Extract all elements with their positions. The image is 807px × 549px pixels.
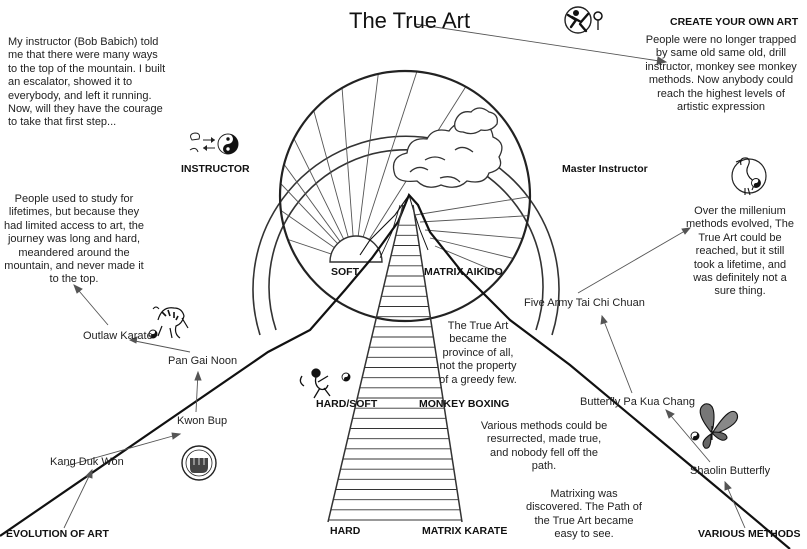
method-shaolin-butterfly: Shaolin Butterfly xyxy=(690,465,771,477)
fist-icon xyxy=(181,445,217,481)
method-five-army-tai-chi-chuan: Five Army Tai Chi Chuan xyxy=(524,297,645,309)
style-label-soft: SOFT xyxy=(331,266,359,278)
method-outlaw-karate: Outlaw Karate xyxy=(83,330,153,342)
fighter-icon xyxy=(564,6,603,34)
method-kang-duk-won: Kang Duk Won xyxy=(50,456,124,468)
note-create-own-art: People were no longer trapped by same ol… xyxy=(645,34,797,114)
style-label-hard: HARD xyxy=(330,525,361,537)
butterfly-icon xyxy=(690,403,739,449)
yin-yang-icon xyxy=(189,132,239,155)
note-instructor-quote: My instructor (Bob Babich) told me that … xyxy=(8,36,166,129)
note-millenium: Over the millenium methods evolved, The … xyxy=(685,205,795,298)
sky-circle xyxy=(280,71,530,291)
heading-various-methods: VARIOUS METHODS xyxy=(698,528,801,540)
halo-arch xyxy=(252,135,560,336)
note-province: The True Art became the province of all,… xyxy=(439,320,517,386)
style-label-matrix-aikido: MATRIX AIKIDO xyxy=(424,266,503,278)
note-matrixing: Matrixing was discovered. The Path of th… xyxy=(526,488,642,541)
method-kwon-bup: Kwon Bup xyxy=(177,415,228,427)
cloud-icon xyxy=(392,107,503,188)
heading-evolution-of-art: EVOLUTION OF ART xyxy=(6,528,109,540)
connector-arrows xyxy=(63,23,746,529)
heading-instructor: INSTRUCTOR xyxy=(181,163,250,175)
note-lifetimes: People used to study for lifetimes, but … xyxy=(4,193,145,286)
sky-circle-border xyxy=(278,69,532,323)
tiger-icon xyxy=(148,306,189,339)
escalator-path xyxy=(327,204,463,523)
diagram-title: The True Art xyxy=(349,8,471,33)
monkey-icon xyxy=(299,368,351,399)
sun-icon xyxy=(329,235,383,263)
crane-icon xyxy=(731,157,767,196)
style-label-matrix-karate: MATRIX KARATE xyxy=(422,525,508,537)
method-pan-gai-noon: Pan Gai Noon xyxy=(168,355,238,367)
style-label-monkey-boxing: MONKEY BOXING xyxy=(419,398,510,410)
note-resurrected: Various methods could be resurrected, ma… xyxy=(480,420,608,473)
heading-create-your-own-art: CREATE YOUR OWN ART xyxy=(670,16,799,28)
mountain xyxy=(0,192,791,549)
method-butterfly-pa-kua-chang: Butterfly Pa Kua Chang xyxy=(580,396,695,408)
heading-master-instructor: Master Instructor xyxy=(562,163,648,175)
style-label-hard-soft: HARD/SOFT xyxy=(316,398,378,410)
